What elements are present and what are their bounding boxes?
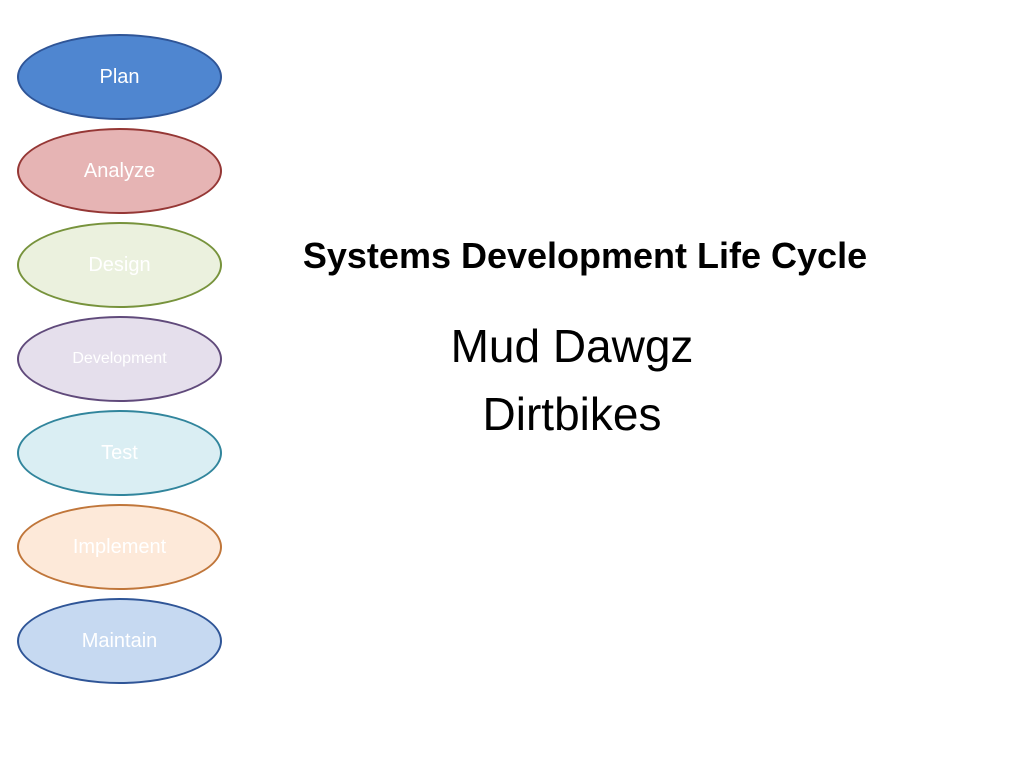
phase-label-design: Design bbox=[88, 253, 151, 276]
phase-label-development: Development bbox=[72, 350, 167, 367]
phase-design[interactable]: Design bbox=[17, 222, 222, 308]
phase-label-maintain: Maintain bbox=[81, 629, 158, 652]
phase-label-test: Test bbox=[101, 441, 138, 464]
phase-label-implement: Implement bbox=[72, 535, 167, 558]
slide-title: Systems Development Life Cycle bbox=[302, 235, 868, 276]
phase-development[interactable]: Development bbox=[17, 316, 222, 402]
phase-test[interactable]: Test bbox=[17, 410, 222, 496]
subtitle-line-company: Mud Dawgz bbox=[450, 320, 694, 372]
phase-label-plan: Plan bbox=[99, 65, 140, 88]
slide-subtitle: Mud Dawgz Dirtbikes bbox=[300, 312, 844, 448]
phase-plan[interactable]: Plan bbox=[17, 34, 222, 120]
phase-implement[interactable]: Implement bbox=[17, 504, 222, 590]
phase-maintain[interactable]: Maintain bbox=[17, 598, 222, 684]
phase-analyze[interactable]: Analyze bbox=[17, 128, 222, 214]
phase-label-analyze: Analyze bbox=[83, 159, 156, 182]
subtitle-line-product: Dirtbikes bbox=[482, 388, 662, 440]
